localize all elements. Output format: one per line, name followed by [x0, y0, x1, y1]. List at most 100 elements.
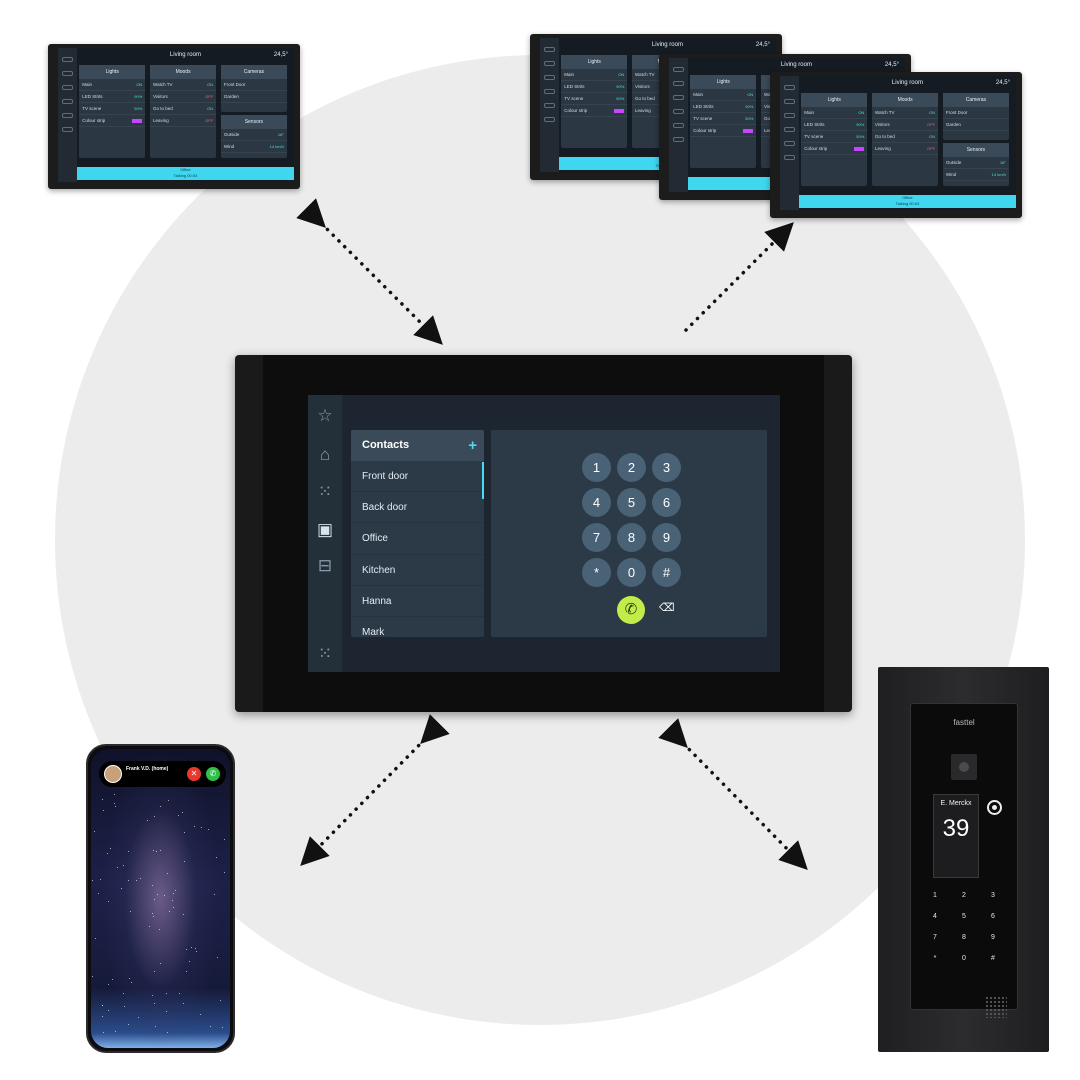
- decline-call-button[interactable]: ✕: [187, 767, 201, 781]
- door-key[interactable]: 9: [991, 934, 995, 941]
- contact-item[interactable]: Front door: [351, 461, 484, 493]
- sidebar-icon[interactable]: [61, 127, 74, 132]
- add-contact-button[interactable]: +: [468, 437, 477, 454]
- door-key[interactable]: #: [991, 955, 995, 962]
- dial-key[interactable]: 8: [617, 523, 646, 552]
- dial-key[interactable]: 3: [652, 453, 681, 482]
- sidebar-icon[interactable]: [543, 47, 556, 52]
- sidebar-icon[interactable]: [672, 137, 685, 142]
- door-key[interactable]: 4: [933, 913, 937, 920]
- sidebar-icon[interactable]: [672, 109, 685, 114]
- sidebar-icon[interactable]: [543, 61, 556, 66]
- room-name[interactable]: Living room: [169, 52, 201, 58]
- dial-key[interactable]: 7: [582, 523, 611, 552]
- sidebar-icon[interactable]: [61, 113, 74, 118]
- keypad-icon[interactable]: ⁙: [317, 644, 333, 663]
- dial-key[interactable]: 5: [617, 488, 646, 517]
- room-name[interactable]: Living room: [891, 80, 923, 86]
- doorbell-button[interactable]: [987, 800, 1002, 815]
- dial-key[interactable]: 9: [652, 523, 681, 552]
- door-key[interactable]: 2: [962, 892, 966, 899]
- home-icon[interactable]: ⌂: [319, 445, 331, 464]
- tile-row[interactable]: Front Door: [220, 79, 287, 92]
- call-button[interactable]: ✆: [617, 596, 645, 624]
- sidebar-icon[interactable]: [672, 95, 685, 100]
- sidebar-icon[interactable]: [783, 141, 796, 146]
- door-key[interactable]: 8: [962, 934, 966, 941]
- sidebar-icon[interactable]: [61, 57, 74, 62]
- sidebar-icon[interactable]: [543, 75, 556, 80]
- tile-row[interactable]: Colour strip: [79, 115, 146, 128]
- sidebar-icon[interactable]: [672, 81, 685, 86]
- door-station-icon[interactable]: ⊟: [317, 556, 333, 575]
- sidebar-icon[interactable]: [543, 103, 556, 108]
- contact-item[interactable]: Back door: [351, 492, 484, 524]
- door-key[interactable]: 7: [933, 934, 937, 941]
- sidebar-icon[interactable]: [61, 71, 74, 76]
- door-key[interactable]: 1: [933, 892, 937, 899]
- dial-key[interactable]: 0: [617, 558, 646, 587]
- door-key[interactable]: 6: [991, 913, 995, 920]
- sidebar-icon[interactable]: [783, 85, 796, 90]
- contact-item[interactable]: Mark: [351, 617, 484, 637]
- sidebar-icon[interactable]: [61, 85, 74, 90]
- dial-key[interactable]: 6: [652, 488, 681, 517]
- dial-key[interactable]: *: [582, 558, 611, 587]
- tile-row[interactable]: Colour strip: [690, 125, 757, 138]
- sidebar-icon[interactable]: [543, 89, 556, 94]
- dial-key[interactable]: 2: [617, 453, 646, 482]
- contacts-scrollbar[interactable]: [482, 462, 484, 499]
- room-name[interactable]: Living room: [780, 62, 812, 68]
- door-key[interactable]: *: [933, 955, 937, 962]
- tile-row[interactable]: Garden: [942, 119, 1009, 132]
- grid-icon[interactable]: ⁙: [317, 482, 333, 501]
- contact-item[interactable]: Kitchen: [351, 555, 484, 586]
- tile-row[interactable]: Garden: [220, 91, 287, 104]
- sidebar-icon[interactable]: [783, 127, 796, 132]
- backspace-button[interactable]: ⌫: [659, 602, 675, 614]
- room-name[interactable]: Living room: [651, 42, 683, 48]
- sidebar-icon[interactable]: [783, 113, 796, 118]
- tile-row[interactable]: Colour strip: [801, 143, 868, 156]
- intercom-icon[interactable]: ▣: [316, 520, 334, 539]
- sidebar-icon[interactable]: [672, 123, 685, 128]
- door-key[interactable]: 3: [991, 892, 995, 899]
- sidebar-icon[interactable]: [783, 155, 796, 160]
- tile-row[interactable]: Front Door: [942, 107, 1009, 120]
- dial-key[interactable]: #: [652, 558, 681, 587]
- dial-key[interactable]: 1: [582, 453, 611, 482]
- star-icon[interactable]: ☆: [317, 406, 333, 425]
- door-key[interactable]: 5: [962, 913, 966, 920]
- door-key[interactable]: 0: [962, 955, 966, 962]
